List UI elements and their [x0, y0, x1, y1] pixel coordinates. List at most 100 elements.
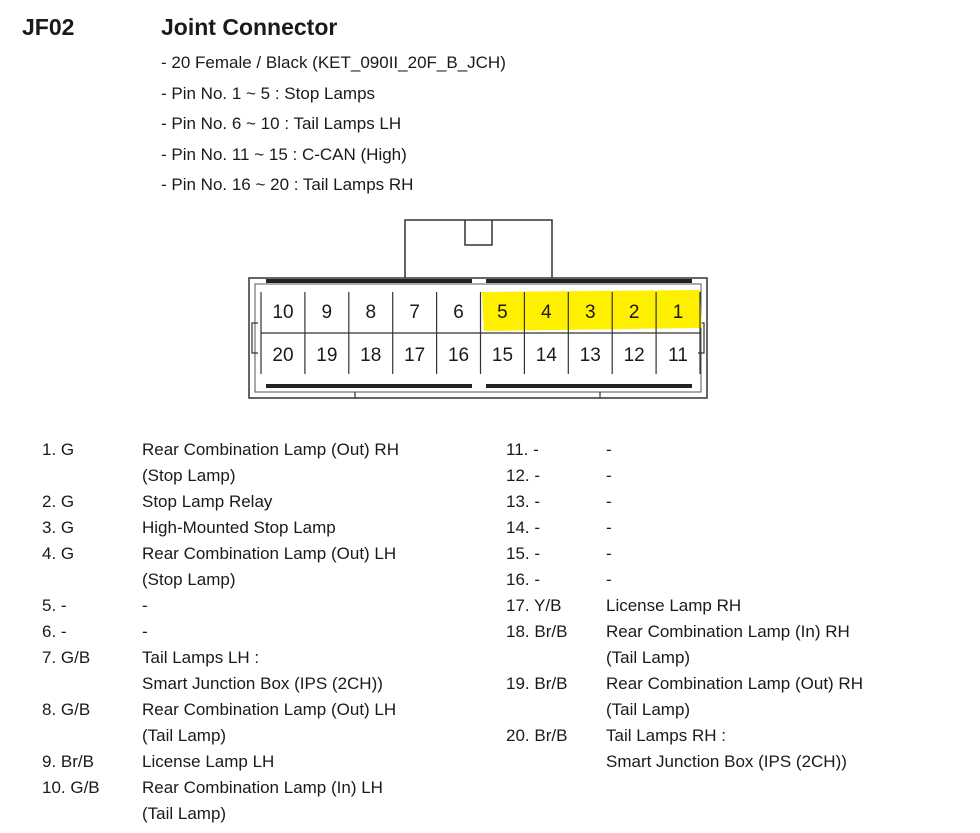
spec-line: - Pin No. 16 ~ 20 : Tail Lamps RH: [161, 175, 414, 195]
pin-number: 11: [668, 345, 688, 366]
pin-label: 8. G/B: [42, 700, 91, 719]
pin-description-line: High-Mounted Stop Lamp: [142, 518, 336, 537]
pin-row: 20. Br/B Tail Lamps RH : Smart Junction Bo…: [506, 723, 863, 775]
spec-line: - Pin No. 6 ~ 10 : Tail Lamps LH: [161, 114, 402, 134]
pin-description-line: Rear Combination Lamp (In) LH: [142, 778, 383, 797]
pin-label: 13. -: [506, 492, 541, 511]
pin-row: 6. - -: [42, 619, 399, 645]
pin-description-line: Smart Junction Box (IPS (2CH)): [142, 674, 383, 693]
pin-row: 8. G/B Rear Combination Lamp (Out) LH(Tai…: [42, 697, 399, 749]
pin-row: 9. Br/B License Lamp LH: [42, 749, 399, 775]
pin-description: Tail Lamps LH :Smart Junction Box (IPS (…: [142, 645, 383, 697]
pin-number: 15: [492, 345, 513, 366]
pin-description-line: (Stop Lamp): [142, 466, 236, 485]
connector-code: JF02: [22, 14, 75, 40]
pin-number: 5: [497, 302, 508, 323]
pin-label: 7. G/B: [42, 648, 91, 667]
pin-label: 15. -: [506, 544, 541, 563]
pin-label: 1. G: [42, 440, 75, 459]
pin-number: 1: [673, 302, 684, 323]
pin-row: 14. - -: [506, 515, 863, 541]
pin-row: 17. Y/B License Lamp RH: [506, 593, 863, 619]
pin-description: -: [606, 489, 612, 515]
pin-description: -: [142, 593, 148, 619]
pin-description-line: Tail Lamps RH :: [606, 726, 726, 745]
pin-list-left: 1. G Rear Combination Lamp (Out) RH(Stop …: [42, 437, 399, 827]
pin-label: 10. G/B: [42, 778, 100, 797]
pin-description-line: Rear Combination Lamp (Out) LH: [142, 544, 397, 563]
pin-number: 8: [365, 302, 376, 323]
pin-description-line: (Stop Lamp): [142, 570, 236, 589]
pin-description-line: (Tail Lamp): [142, 804, 227, 823]
pin-description: License Lamp RH: [606, 593, 741, 619]
spec-line: - 20 Female / Black (KET_090II_20F_B_JCH…: [161, 53, 506, 72]
pin-description-line: -: [606, 492, 612, 511]
pin-number: 9: [322, 302, 333, 323]
pin-label: 17. Y/B: [506, 596, 562, 615]
pin-description-line: (Tail Lamp): [606, 700, 691, 719]
pin-label: 14. -: [506, 518, 541, 537]
pin-description: -: [606, 463, 612, 489]
pin-row: 11. - -: [506, 437, 863, 463]
pin-number: 10: [272, 302, 293, 323]
pin-label: 16. -: [506, 570, 541, 589]
latch-slot: [464, 220, 493, 246]
pin-label: 2. G: [42, 492, 75, 511]
pin-description-line: Rear Combination Lamp (Out) RH: [606, 674, 863, 693]
pin-label: 11. -: [506, 440, 539, 459]
pin-description-line: -: [606, 518, 612, 537]
pin-description: Rear Combination Lamp (Out) RH(Stop Lamp…: [142, 437, 399, 489]
pin-description: Rear Combination Lamp (In) LH (Tail Lamp): [142, 775, 383, 827]
pin-row: 16. - -: [506, 567, 863, 593]
pin-description-line: Rear Combination Lamp (In) RH: [606, 622, 850, 641]
spec-line: - Pin No. 11 ~ 15 : C-CAN (High): [161, 144, 407, 164]
pin-label: 19. Br/B: [506, 674, 568, 693]
pin-row: 19. Br/B Rear Combination Lamp (Out) RH (T…: [506, 671, 863, 723]
pin-description: Rear Combination Lamp (Out) LH (Stop Lamp…: [142, 541, 396, 593]
pin-number: 6: [453, 302, 464, 323]
pin-description: Rear Combination Lamp (In) RH (Tail Lamp): [606, 619, 850, 671]
pin-description: Rear Combination Lamp (Out) LH(Tail Lamp…: [142, 697, 396, 749]
pin-description-line: License Lamp RH: [606, 596, 742, 615]
key-bar: [266, 384, 472, 388]
connector-housing: [248, 277, 708, 399]
pin-description: -: [142, 619, 148, 645]
pin-number: 12: [624, 345, 645, 366]
pin-number: 16: [448, 345, 469, 366]
pin-number: 4: [541, 302, 552, 323]
pin-row: 15. - -: [506, 541, 863, 567]
pin-description: High-Mounted Stop Lamp: [142, 515, 336, 541]
pin-row: 1. G Rear Combination Lamp (Out) RH(Stop …: [42, 437, 399, 489]
pin-row: 12. --: [506, 463, 863, 489]
pin-description: -: [606, 515, 612, 541]
key-bar: [486, 384, 692, 388]
pin-description: -: [606, 437, 612, 463]
pin-description: Rear Combination Lamp (Out) RH (Tail Lamp…: [606, 671, 863, 723]
pin-description-line: -: [606, 544, 612, 563]
pin-number: 17: [404, 345, 425, 366]
pin-row: 4. G Rear Combination Lamp (Out) LH (Stop …: [42, 541, 399, 593]
pin-number: 3: [585, 302, 596, 323]
pin-row: 7. G/B Tail Lamps LH :Smart Junction Box …: [42, 645, 399, 697]
pin-description-line: Smart Junction Box (IPS (2CH)): [606, 752, 847, 771]
pin-label: 20. Br/B: [506, 726, 568, 745]
pin-label: 6. -: [42, 622, 67, 641]
pin-number: 14: [536, 345, 558, 366]
pin-description: License Lamp LH: [142, 749, 274, 775]
pin-description-line: -: [142, 596, 148, 615]
connector-title: Joint Connector: [161, 14, 338, 40]
pin-description: -: [606, 541, 612, 567]
pin-description-line: (Tail Lamp): [606, 648, 691, 667]
pin-list-right: 11. --12. --13. --14. --15. --16. --17. …: [506, 437, 863, 775]
pin-label: 9. Br/B: [42, 752, 94, 771]
connector-specs: - 20 Female / Black (KET_090II_20F_B_JCH…: [161, 52, 506, 205]
pin-description: Tail Lamps RH : Smart Junction Box (IPS (…: [606, 723, 847, 775]
pin-description-line: License Lamp LH: [142, 752, 275, 771]
pin-label: 5. -: [42, 596, 67, 615]
pin-description: -: [606, 567, 612, 593]
pin-label: 4. G: [42, 544, 75, 563]
key-bar: [486, 279, 692, 283]
